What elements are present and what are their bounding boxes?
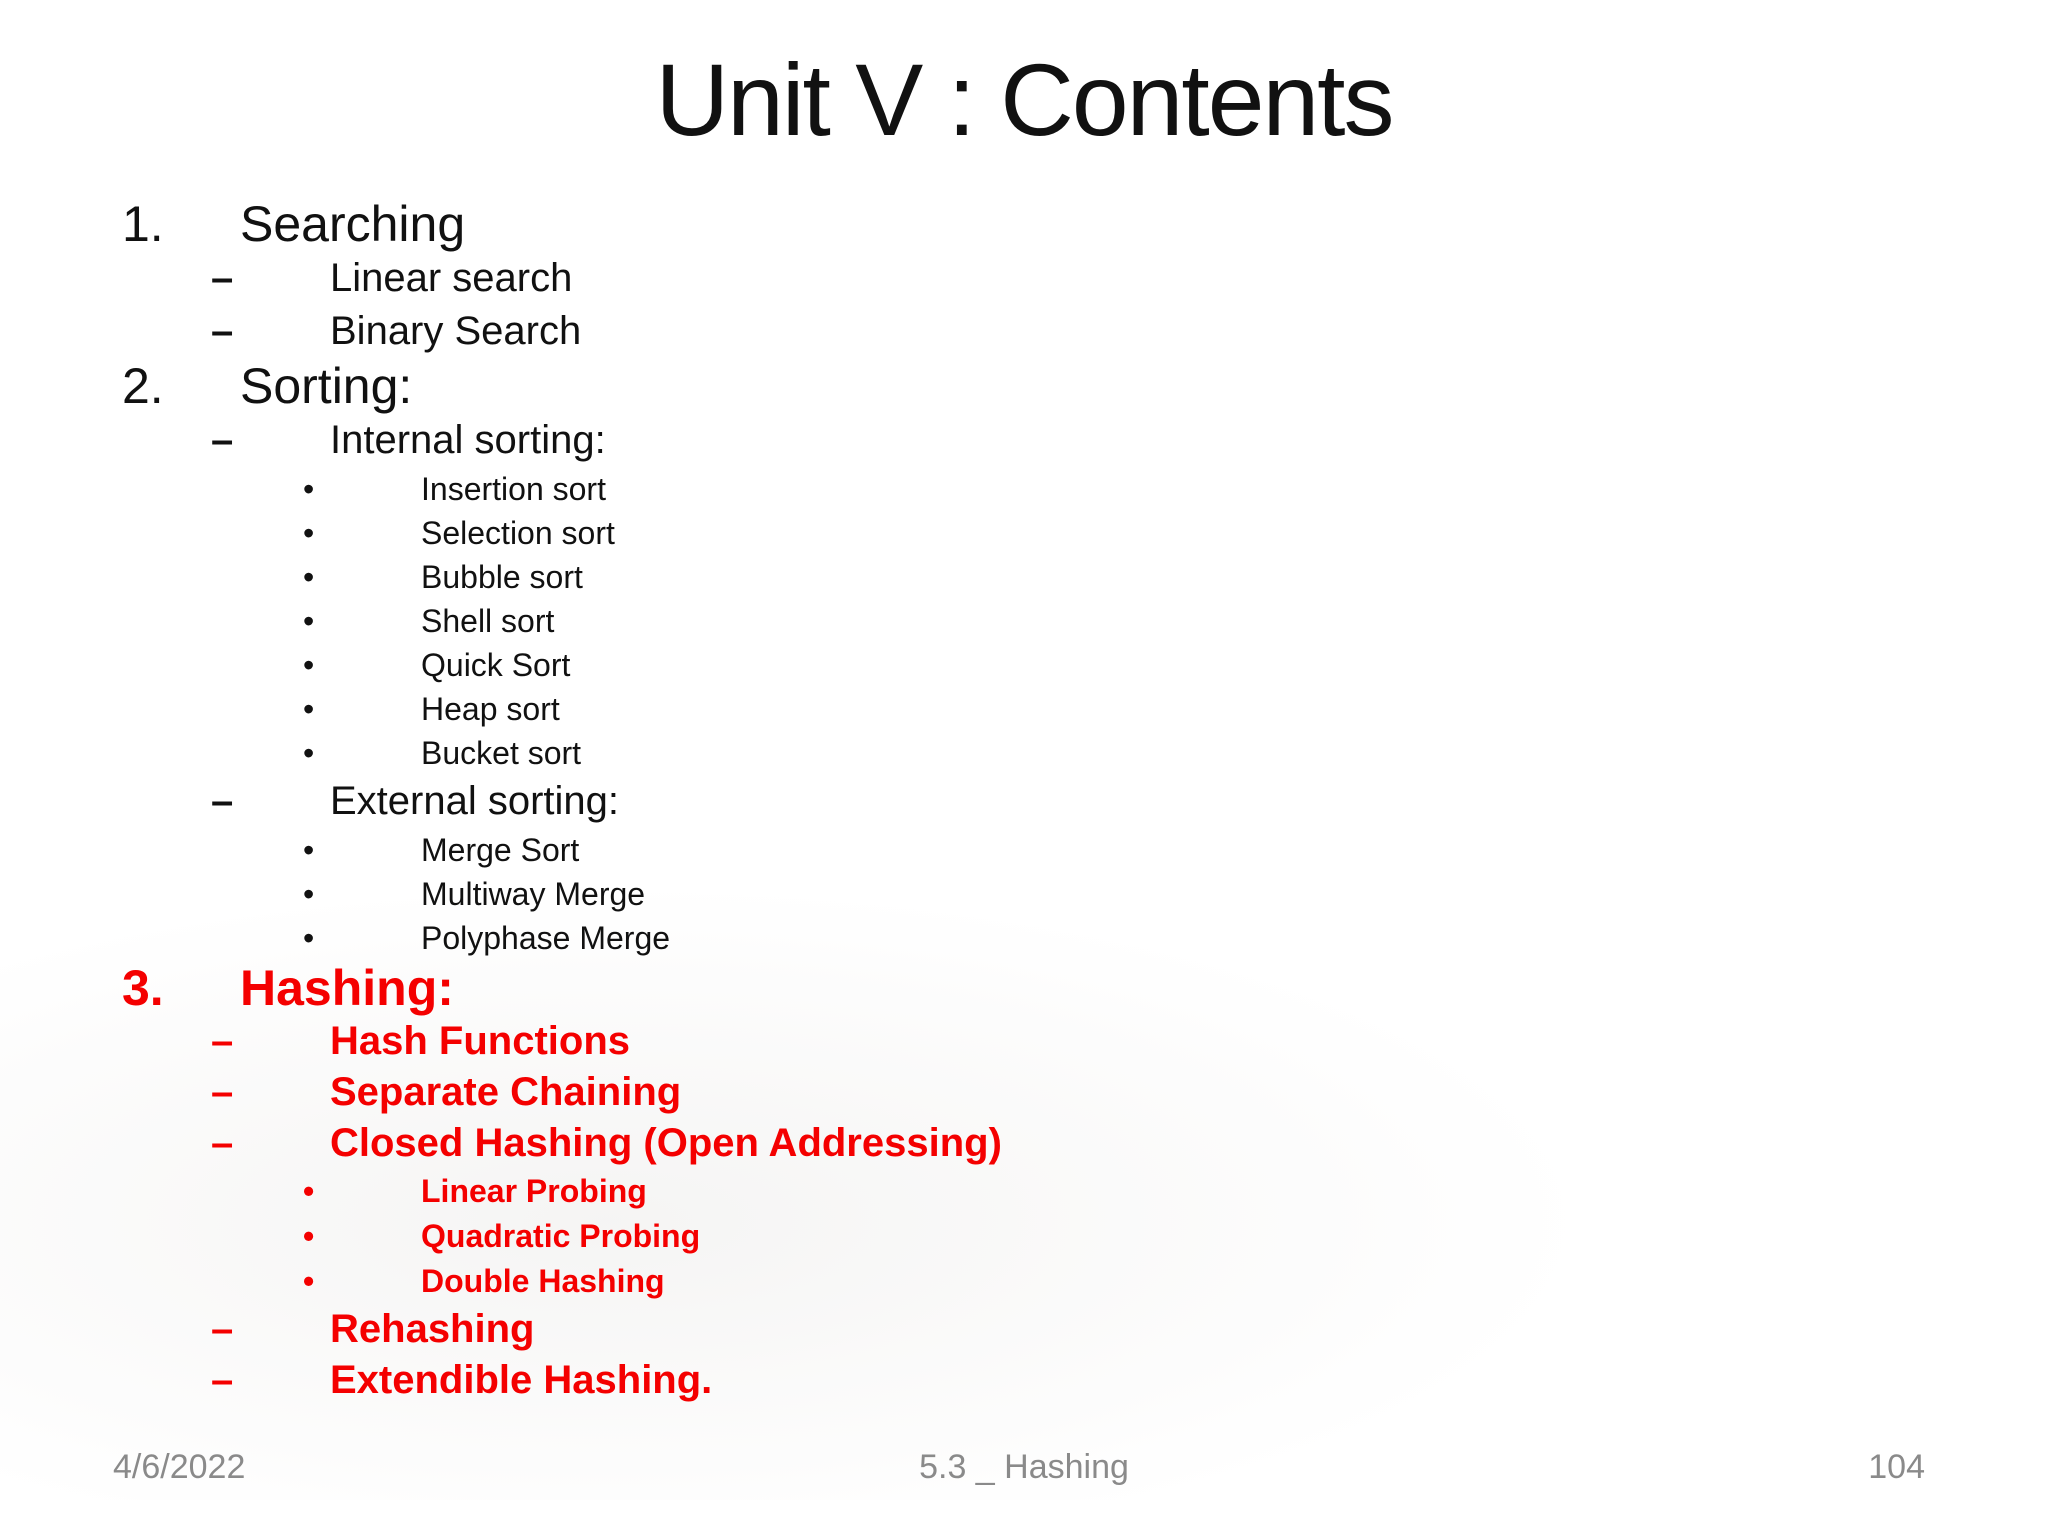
- list-item: • Bubble sort: [0, 555, 2048, 599]
- list-item: – External sorting:: [0, 775, 2048, 828]
- dash-bullet: –: [211, 1019, 234, 1063]
- list-item-label: Internal sorting:: [330, 418, 606, 462]
- list-item-label: Double Hashing: [421, 1263, 665, 1299]
- list-item: • Selection sort: [0, 511, 2048, 555]
- list-item-label: Merge Sort: [421, 831, 580, 868]
- list-item: – Closed Hashing (Open Addressing): [0, 1118, 2048, 1169]
- list-item-label: External sorting:: [330, 779, 620, 823]
- dash-bullet: –: [211, 1070, 234, 1114]
- dash-bullet: –: [211, 1121, 234, 1165]
- list-item: • Quadratic Probing: [0, 1214, 2048, 1259]
- dot-bullet: •: [303, 1218, 315, 1254]
- list-item-label: Separate Chaining: [330, 1070, 682, 1114]
- dot-bullet: •: [303, 734, 315, 771]
- list-item-label: Quick Sort: [421, 646, 571, 683]
- list-item-label: Linear Probing: [421, 1173, 647, 1209]
- list-item: – Extendible Hashing.: [0, 1355, 2048, 1406]
- list-item-label: Multiway Merge: [421, 875, 646, 912]
- list-item: • Shell sort: [0, 599, 2048, 643]
- list-item-label: Searching: [240, 196, 466, 252]
- list-item-label: Selection sort: [421, 514, 615, 551]
- dot-bullet: •: [303, 646, 315, 683]
- dot-bullet: •: [303, 1173, 315, 1209]
- dot-bullet: •: [303, 514, 315, 551]
- list-item: 1. Searching: [0, 196, 2048, 252]
- list-item: • Insertion sort: [0, 467, 2048, 511]
- list-item-label: Shell sort: [421, 602, 555, 639]
- dot-bullet: •: [303, 690, 315, 727]
- dash-bullet: –: [211, 1307, 234, 1351]
- dot-bullet: •: [303, 1263, 315, 1299]
- list-item: • Merge Sort: [0, 828, 2048, 872]
- list-item-label: Binary Search: [330, 309, 582, 353]
- list-item-label: Rehashing: [330, 1307, 535, 1351]
- list-item: • Quick Sort: [0, 643, 2048, 687]
- list-number: 2.: [122, 358, 164, 414]
- dot-bullet: •: [303, 831, 315, 868]
- list-number: 3.: [122, 960, 164, 1016]
- slide-title: Unit V : Contents: [655, 43, 1394, 157]
- dot-bullet: •: [303, 919, 315, 956]
- list-item: – Hash Functions: [0, 1016, 2048, 1067]
- footer-page-number: 104: [1868, 1448, 1925, 1486]
- footer: 4/6/2022 5.3 _ Hashing 104: [0, 1448, 2048, 1492]
- dash-bullet: –: [211, 1358, 234, 1402]
- list-item: • Heap sort: [0, 687, 2048, 731]
- list-item-label: Quadratic Probing: [421, 1218, 701, 1254]
- dot-bullet: •: [303, 558, 315, 595]
- list-item: • Multiway Merge: [0, 872, 2048, 916]
- footer-date: 4/6/2022: [113, 1448, 246, 1486]
- list-number: 1.: [122, 196, 164, 252]
- list-item-label: Heap sort: [421, 690, 560, 727]
- list-item-label: Polyphase Merge: [421, 919, 671, 956]
- list-item: 2. Sorting:: [0, 358, 2048, 414]
- list-item: • Polyphase Merge: [0, 916, 2048, 960]
- footer-section-label: 5.3 _ Hashing: [919, 1448, 1129, 1486]
- list-item: • Bucket sort: [0, 731, 2048, 775]
- list-item-label: Closed Hashing (Open Addressing): [330, 1121, 1002, 1165]
- dash-bullet: –: [211, 309, 234, 353]
- list-item: – Internal sorting:: [0, 414, 2048, 467]
- dot-bullet: •: [303, 875, 315, 912]
- list-item-label: Bubble sort: [421, 558, 583, 595]
- dot-bullet: •: [303, 470, 315, 507]
- list-item: – Linear search: [0, 252, 2048, 305]
- list-item-label: Sorting:: [240, 358, 413, 414]
- list-item: • Linear Probing: [0, 1169, 2048, 1214]
- dash-bullet: –: [211, 256, 234, 300]
- dot-bullet: •: [303, 602, 315, 639]
- list-item-label: Insertion sort: [421, 470, 606, 507]
- dash-bullet: –: [211, 418, 234, 462]
- list-item: – Separate Chaining: [0, 1067, 2048, 1118]
- list-item-label: Hashing:: [240, 960, 454, 1016]
- list-item-label: Extendible Hashing.: [330, 1358, 713, 1402]
- list-item: 3. Hashing:: [0, 960, 2048, 1016]
- list-item-label: Linear search: [330, 256, 573, 300]
- list-item: – Binary Search: [0, 305, 2048, 358]
- list-item-label: Hash Functions: [330, 1019, 631, 1063]
- list-item-label: Bucket sort: [421, 734, 582, 771]
- dash-bullet: –: [211, 779, 234, 823]
- list-item: • Double Hashing: [0, 1259, 2048, 1304]
- list-item: – Rehashing: [0, 1304, 2048, 1355]
